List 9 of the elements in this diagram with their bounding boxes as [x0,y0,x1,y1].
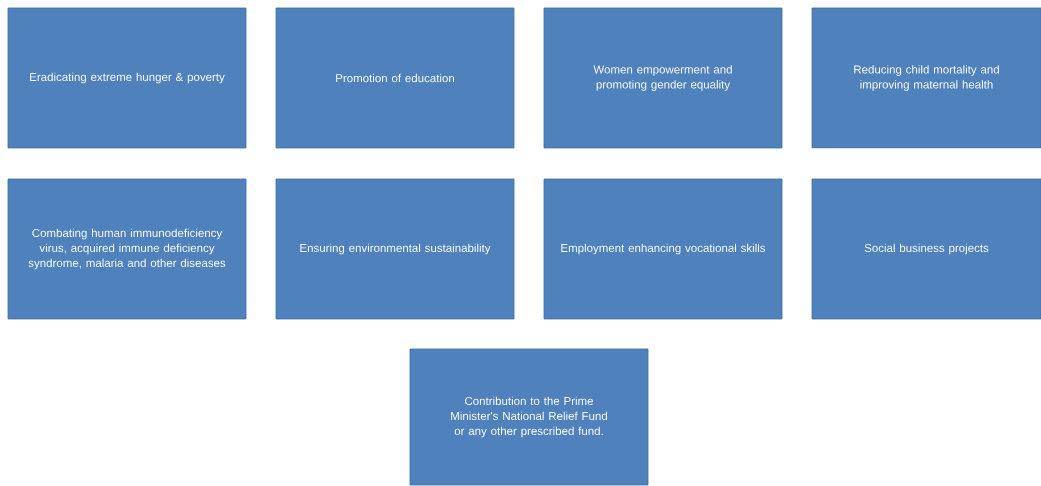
text-box: Combating human immunodeficiency virus, acquired immune deficiency syndrome, malaria and other diseases [7,178,247,320]
text-box: Contribution to the Prime Minister's National Relief Fund or any other prescribed fund. [409,348,649,486]
text-box: Social business projects [811,178,1041,320]
text-box: Eradicating extreme hunger & poverty [7,7,247,149]
text-box: Women empowerment and promoting gender equality [543,7,783,149]
text-box: Employment enhancing vocational skills [543,178,783,320]
text-box: Promotion of education [275,7,515,149]
text-box: Ensuring environmental sustainability [275,178,515,320]
text-box: Reducing child mortality and improving maternal health [811,7,1041,149]
